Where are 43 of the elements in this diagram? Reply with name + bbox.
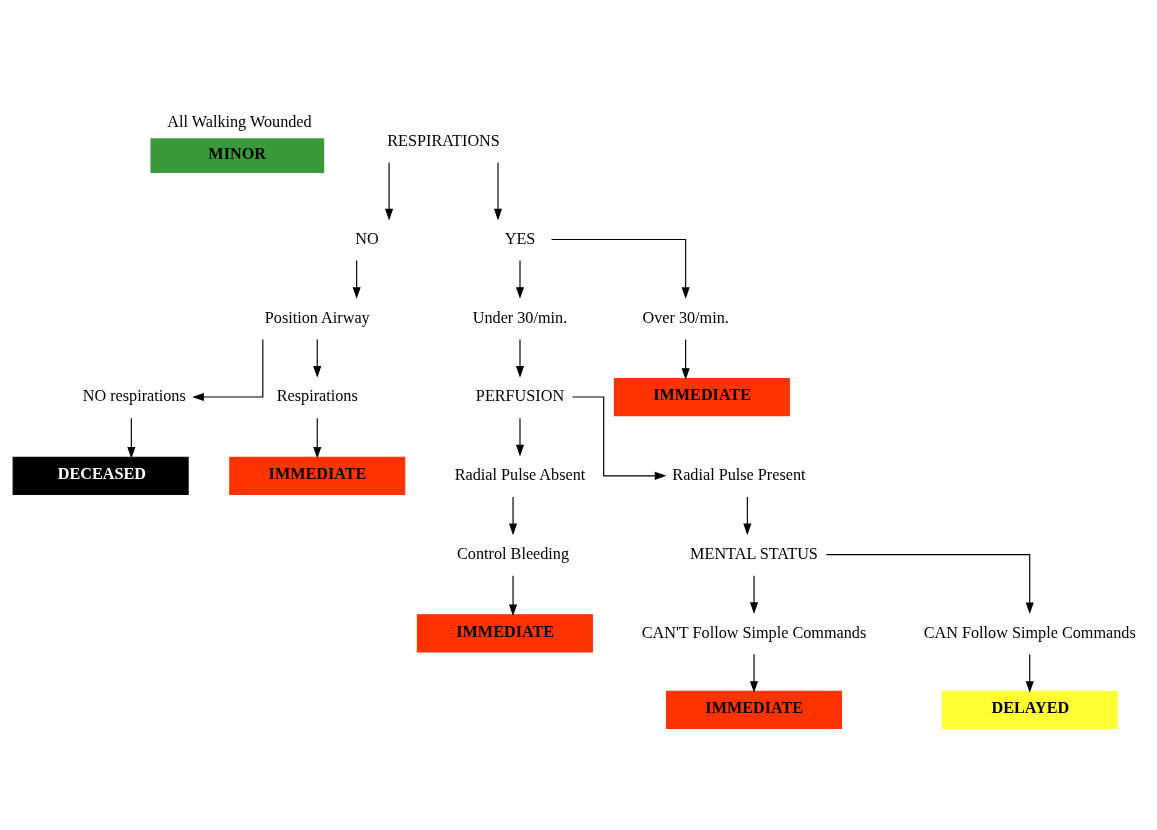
node-box: IMMEDIATE	[665, 690, 843, 729]
node-text: Control Bleeding	[457, 544, 570, 563]
node-text: Radial Pulse Absent	[454, 466, 586, 485]
arrow	[385, 162, 394, 221]
node-text: CAN Follow Simple Commands	[923, 623, 1136, 642]
node-box: IMMEDIATE	[416, 614, 593, 653]
arrow	[743, 496, 752, 536]
arrow	[352, 260, 361, 299]
node-text: CAN'T Follow Simple Commands	[641, 623, 867, 642]
arrow	[313, 338, 322, 378]
node-text: Radial Pulse Present	[672, 466, 806, 485]
arrow	[749, 653, 759, 693]
arrow	[515, 417, 525, 457]
node-text: Under 30/min.	[472, 308, 568, 327]
node-text: NO	[355, 229, 379, 248]
node-text: MENTAL STATUS	[690, 544, 818, 563]
node-box: IMMEDIATE	[229, 456, 406, 495]
arrow	[127, 417, 136, 459]
arrow	[749, 575, 759, 614]
node-text: NO respirations	[82, 387, 186, 406]
arrow	[550, 238, 690, 299]
node-box: DECEASED	[12, 456, 189, 495]
arrow	[493, 162, 503, 221]
arrow	[313, 417, 322, 459]
node-text: Respirations	[276, 387, 358, 406]
arrow	[1025, 653, 1034, 693]
node-label: All Walking Wounded	[167, 112, 312, 131]
arrow	[681, 338, 690, 380]
node-box: IMMEDIATE	[613, 377, 790, 417]
node-box: MINOR	[150, 138, 325, 173]
arrow	[509, 496, 518, 536]
node-text: PERFUSION	[475, 387, 565, 406]
arrow	[571, 396, 667, 480]
arrow	[192, 338, 264, 402]
arrow	[515, 338, 525, 378]
node-text: RESPIRATIONS	[387, 131, 500, 150]
arrow	[825, 554, 1034, 614]
node-text: YES	[504, 229, 536, 248]
arrow	[515, 260, 525, 299]
node-text: Position Airway	[264, 308, 370, 327]
node-text: Over 30/min.	[642, 308, 729, 327]
node-box: DELAYED	[941, 690, 1118, 729]
arrow	[509, 575, 518, 617]
